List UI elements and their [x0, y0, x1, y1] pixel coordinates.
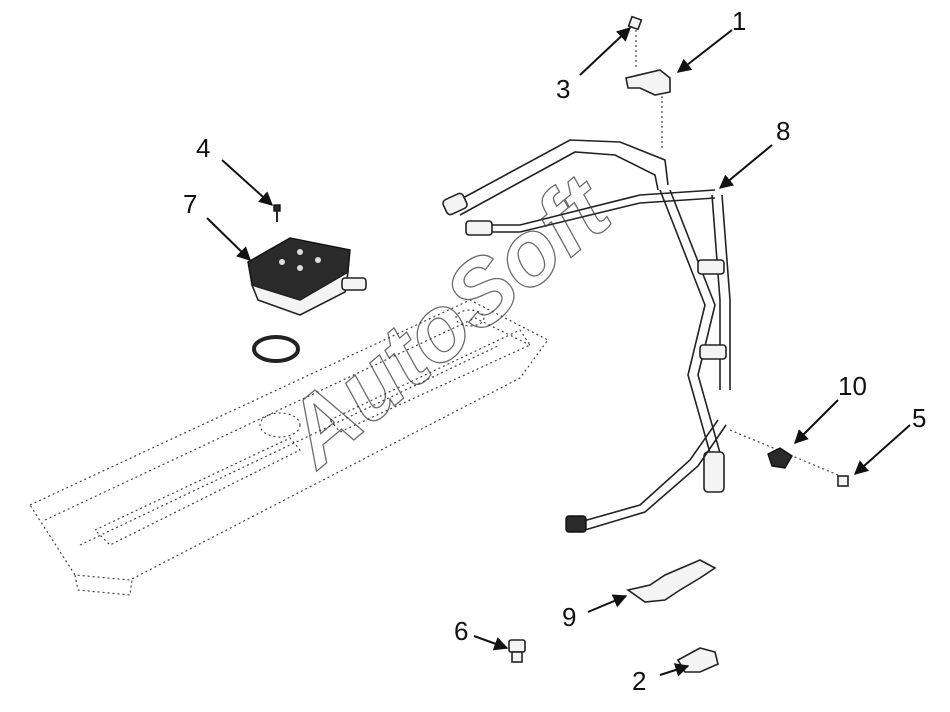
callout-7: 7 — [183, 189, 197, 219]
part-7-module — [247, 237, 367, 316]
leader-lines — [206, 27, 911, 677]
callout-5: 5 — [912, 403, 926, 433]
callout-8: 8 — [776, 116, 790, 146]
callout-labels: 1 2 3 4 5 6 7 8 9 10 — [183, 6, 926, 696]
part-1-bracket — [625, 69, 671, 96]
callout-6: 6 — [454, 616, 468, 646]
callout-1: 1 — [732, 6, 746, 36]
callout-10: 10 — [838, 371, 867, 401]
callout-2: 2 — [632, 666, 646, 696]
callout-3: 3 — [556, 74, 570, 104]
part-3-nut — [627, 15, 643, 31]
part-6-bolt — [508, 639, 526, 663]
part-5-screw — [837, 475, 849, 487]
part-9-bracket — [626, 559, 717, 603]
part-10-connector — [767, 447, 793, 469]
part-8-hose-assembly — [442, 139, 731, 533]
callout-4: 4 — [196, 133, 210, 163]
part-2-clip — [676, 647, 719, 673]
o-ring — [252, 335, 300, 363]
callout-9: 9 — [562, 602, 576, 632]
engine-valley-cover — [29, 299, 549, 596]
part-4-screw — [273, 204, 281, 222]
